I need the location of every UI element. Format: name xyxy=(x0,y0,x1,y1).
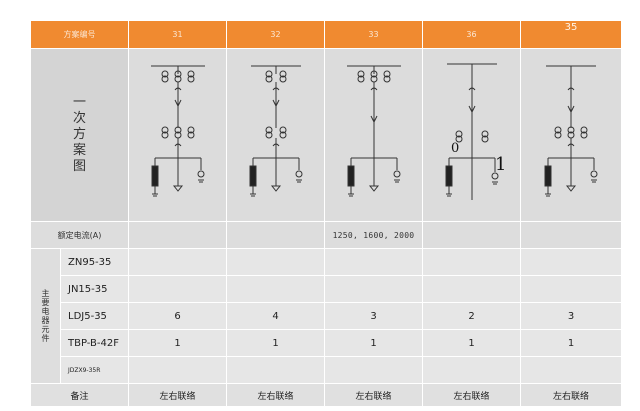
header-row: 方案编号 31 32 33 36 35 xyxy=(30,20,622,49)
component-qty xyxy=(128,248,227,276)
component-qty xyxy=(520,248,622,276)
remarks-row: 备注 左右联络 左右联络 左右联络 左右联络 左右联络 xyxy=(30,383,622,407)
component-qty xyxy=(128,275,227,303)
single-line-diagram-32 xyxy=(249,65,302,197)
scheme-36: 36 xyxy=(422,20,521,49)
component-qty: 3 xyxy=(324,302,423,330)
diagram-row-label-cell: 一次方案图 xyxy=(30,48,129,222)
component-qty: 1 xyxy=(520,329,622,357)
component-qty xyxy=(422,356,521,384)
scheme-table: 方案编号 31 32 33 36 35 一次方案图 xyxy=(30,20,622,407)
scheme-number-label: 方案编号 xyxy=(30,20,129,49)
rated-current-36 xyxy=(422,221,521,249)
single-line-diagram-33 xyxy=(346,65,401,197)
diagram-36-overlay-zero: 0 xyxy=(451,141,459,156)
component-qty xyxy=(324,356,423,384)
scheme-33: 33 xyxy=(324,20,423,49)
remark-35: 左右联络 xyxy=(520,383,622,407)
component-row-jn15: JN15-35 xyxy=(31,275,622,303)
component-row-tbp: TBP-B-42F 1 1 1 1 1 xyxy=(31,329,622,357)
rated-current-row: 额定电流(A) 1250, 1600, 2000 xyxy=(30,221,622,249)
component-qty xyxy=(226,248,325,276)
remark-33: 左右联络 xyxy=(324,383,423,407)
component-qty xyxy=(422,248,521,276)
component-qty: 1 xyxy=(128,329,227,357)
component-row-zn95: 主要电器元件 ZN95-35 xyxy=(30,248,622,384)
single-line-diagram-35 xyxy=(544,65,598,197)
component-name: TBP-B-42F xyxy=(60,329,129,357)
scheme-35: 35 xyxy=(520,20,622,49)
component-qty xyxy=(128,356,227,384)
rated-current-label: 额定电流(A) xyxy=(30,221,129,249)
component-qty: 1 xyxy=(226,329,325,357)
remark-31: 左右联络 xyxy=(128,383,227,407)
scheme-table-container: 方案编号 31 32 33 36 35 一次方案图 xyxy=(30,20,622,407)
diagram-36-overlay-one: 1 xyxy=(495,154,506,175)
remark-36: 左右联络 xyxy=(422,383,521,407)
component-row-ldj5: LDJ5-35 6 4 3 2 3 xyxy=(31,302,622,330)
diagram-35-cell xyxy=(520,48,622,222)
rated-current-33: 1250, 1600, 2000 xyxy=(324,221,423,249)
diagram-31-cell xyxy=(128,48,227,222)
component-qty xyxy=(520,356,622,384)
main-components-label: 主要电器元件 xyxy=(41,288,50,343)
component-qty: 3 xyxy=(520,302,622,330)
component-qty: 4 xyxy=(226,302,325,330)
diagram-row-label: 一次方案图 xyxy=(72,95,86,174)
component-row-jdzx9: JDZX9-35R xyxy=(31,356,622,384)
component-qty: 2 xyxy=(422,302,521,330)
component-qty: 6 xyxy=(128,302,227,330)
component-qty: 1 xyxy=(422,329,521,357)
component-qty xyxy=(422,275,521,303)
single-line-diagram-31 xyxy=(150,65,205,197)
diagram-row: 一次方案图 xyxy=(30,48,622,222)
single-line-diagram-36: 0 1 xyxy=(445,63,506,200)
component-qty xyxy=(520,275,622,303)
remarks-label: 备注 xyxy=(30,383,129,407)
component-name: ZN95-35 xyxy=(60,248,129,276)
rated-current-35 xyxy=(520,221,622,249)
diagram-36-cell: 0 1 xyxy=(422,48,521,222)
component-qty: 1 xyxy=(324,329,423,357)
component-qty xyxy=(324,275,423,303)
main-components-label-cell: 主要电器元件 xyxy=(30,248,61,384)
diagram-33-cell xyxy=(324,48,423,222)
rated-current-31 xyxy=(128,221,227,249)
component-name: JN15-35 xyxy=(60,275,129,303)
diagram-32-cell xyxy=(226,48,325,222)
component-qty xyxy=(226,275,325,303)
remark-32: 左右联络 xyxy=(226,383,325,407)
component-qty xyxy=(226,356,325,384)
component-name: LDJ5-35 xyxy=(60,302,129,330)
component-name: JDZX9-35R xyxy=(60,356,129,384)
component-qty xyxy=(324,248,423,276)
rated-current-32 xyxy=(226,221,325,249)
scheme-32: 32 xyxy=(226,20,325,49)
scheme-31: 31 xyxy=(128,20,227,49)
